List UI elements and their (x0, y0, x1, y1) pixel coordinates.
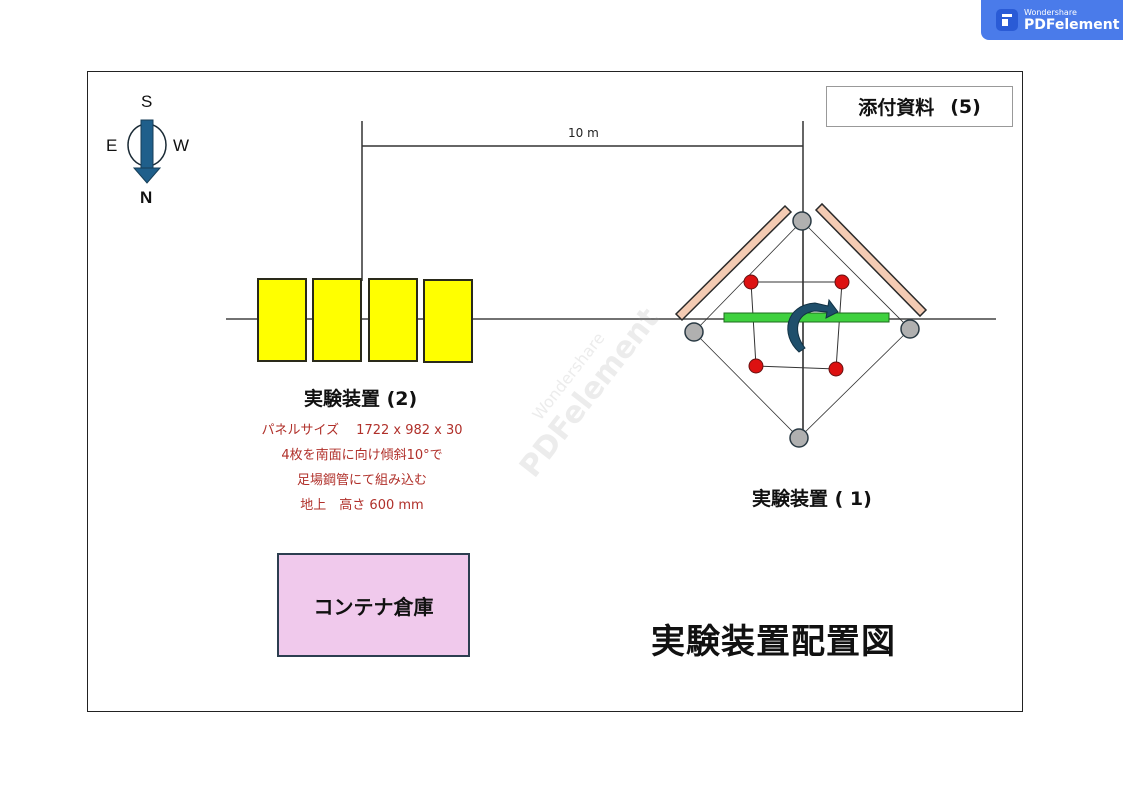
container-warehouse: コンテナ倉庫 (277, 553, 470, 657)
pdfelement-badge[interactable]: Wondershare PDFelement (981, 0, 1123, 40)
page-title: 実験装置配置図 (651, 622, 896, 662)
spec-line: パネルサイズ 1722 x 982 x 30 (261, 423, 463, 438)
device2-title: 実験装置 (2) (304, 388, 418, 410)
compass-label-east: E (106, 136, 118, 155)
compass-icon (127, 119, 167, 184)
attachment-label-box: 添付資料 (5) (826, 86, 1013, 127)
rotation-arrow-icon (787, 298, 839, 353)
compass-label-south: S (141, 92, 153, 111)
pdfelement-logo-icon (996, 9, 1018, 31)
device1-title: 実験装置 ( 1) (752, 488, 872, 510)
container-label: コンテナ倉庫 (313, 594, 434, 619)
attachment-number: (5) (950, 95, 981, 118)
device2-spec: パネルサイズ 1722 x 982 x 30 4枚を南面に向け傾斜10°で 足場… (240, 418, 484, 518)
spec-line: 足場鋼管にて組み込む (296, 473, 427, 488)
compass-label-west: W (173, 136, 190, 155)
attachment-label: 添付資料 (858, 97, 935, 119)
badge-brand-big: PDFelement (1024, 16, 1120, 33)
device1-diagram (674, 202, 928, 448)
spec-line: 4枚を南面に向け傾斜10°で (281, 448, 443, 463)
dimension-label: 10 m (568, 126, 599, 140)
spec-line: 地上 高さ 600 mm (300, 498, 424, 513)
device2-panels (257, 278, 473, 363)
badge-brand-small: Wondershare (1024, 7, 1077, 17)
dimension-line (361, 121, 804, 281)
page-frame (87, 71, 1023, 712)
compass-label-north: N (140, 188, 153, 207)
